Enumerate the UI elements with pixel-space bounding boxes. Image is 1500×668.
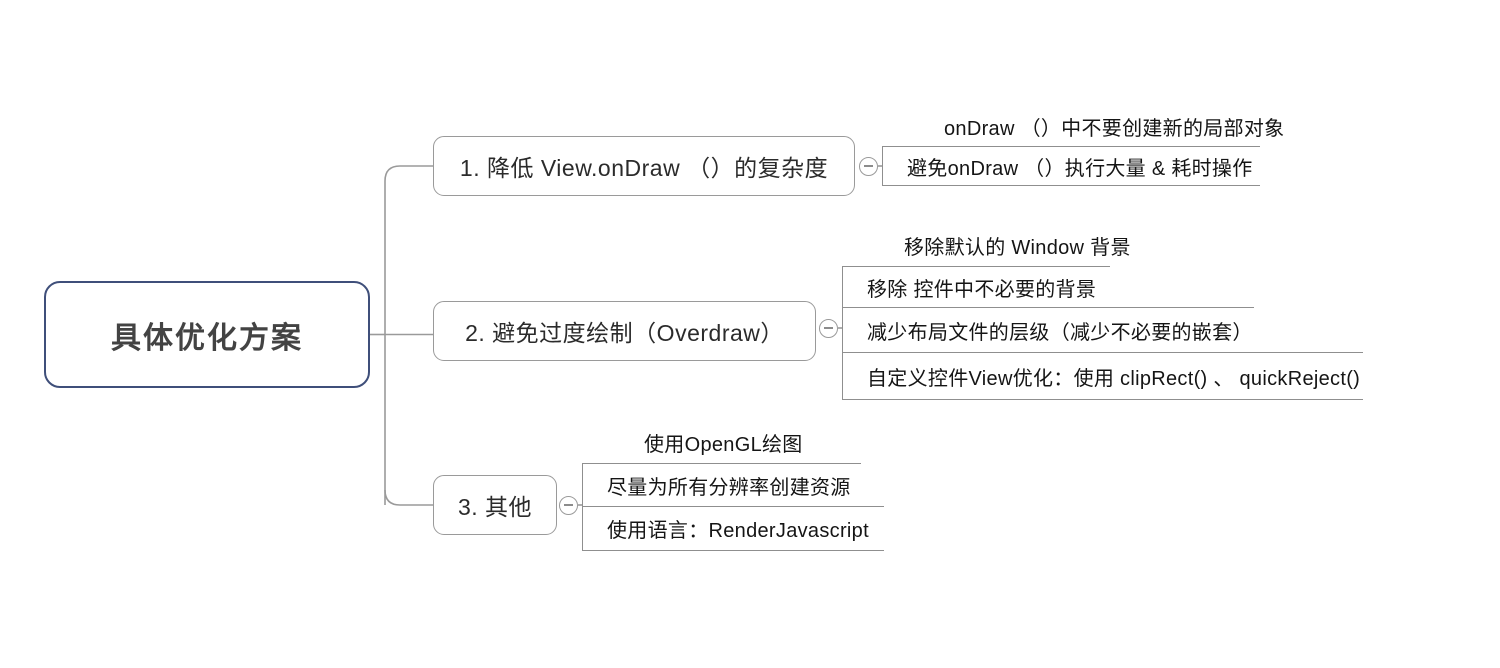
branch-node-2[interactable]: 2. 避免过度绘制（Overdraw） xyxy=(433,301,816,361)
root-node[interactable]: 具体优化方案 xyxy=(44,281,370,388)
leaf-group-2: 移除默认的 Window 背景 移除 控件中不必要的背景 减少布局文件的层级（减… xyxy=(842,224,1363,400)
leaf-label: 自定义控件View优化：使用 clipRect() 、 quickReject(… xyxy=(867,367,1361,390)
leaf-label: 移除默认的 Window 背景 xyxy=(904,236,1131,259)
branch-1-label: 1. 降低 View.onDraw （）的复杂度 xyxy=(459,155,829,181)
branch-3-connector xyxy=(384,489,433,506)
leaf-group-3: 使用OpenGL绘图 尽量为所有分辨率创建资源 使用语言：RenderJavas… xyxy=(582,422,884,551)
leaf-item[interactable]: 避免onDraw （）执行大量 & 耗时操作 xyxy=(882,146,1260,186)
leaf-item[interactable]: 尽量为所有分辨率创建资源 xyxy=(582,463,861,506)
leaf-label: 减少布局文件的层级（减少不必要的嵌套） xyxy=(867,321,1253,344)
leaf-item[interactable]: onDraw （）中不要创建新的局部对象 xyxy=(882,106,1284,146)
collapse-minus-icon-branch-1[interactable] xyxy=(859,156,878,176)
leaf-label: 避免onDraw （）执行大量 & 耗时操作 xyxy=(907,157,1253,180)
root-label: 具体优化方案 xyxy=(111,321,303,355)
collapse-minus-icon-branch-2[interactable] xyxy=(819,318,838,338)
branch-1-connector xyxy=(384,165,433,182)
leaf-label: 使用语言：RenderJavascript xyxy=(607,520,869,542)
leaf-item[interactable]: 移除 控件中不必要的背景 xyxy=(842,266,1110,307)
branch-3-label: 3. 其他 xyxy=(457,494,533,520)
leaf-item[interactable]: 自定义控件View优化：使用 clipRect() 、 quickReject(… xyxy=(842,352,1363,400)
branch-node-3[interactable]: 3. 其他 xyxy=(433,475,557,535)
leaf-label: 移除 控件中不必要的背景 xyxy=(867,278,1097,301)
leaf-label: onDraw （）中不要创建新的局部对象 xyxy=(944,117,1285,140)
branch-node-1[interactable]: 1. 降低 View.onDraw （）的复杂度 xyxy=(433,136,855,196)
branch-2-label: 2. 避免过度绘制（Overdraw） xyxy=(465,320,784,346)
leaf-item[interactable]: 减少布局文件的层级（减少不必要的嵌套） xyxy=(842,307,1254,352)
leaf-label: 使用OpenGL绘图 xyxy=(644,434,803,456)
leaf-label: 尽量为所有分辨率创建资源 xyxy=(607,476,851,499)
leaf-group-1: onDraw （）中不要创建新的局部对象 避免onDraw （）执行大量 & 耗… xyxy=(882,106,1284,186)
leaf-item[interactable]: 移除默认的 Window 背景 xyxy=(842,224,1130,266)
leaf-item[interactable]: 使用语言：RenderJavascript xyxy=(582,506,884,551)
collapse-minus-icon-branch-3[interactable] xyxy=(559,495,578,515)
leaf-item[interactable]: 使用OpenGL绘图 xyxy=(582,422,802,463)
